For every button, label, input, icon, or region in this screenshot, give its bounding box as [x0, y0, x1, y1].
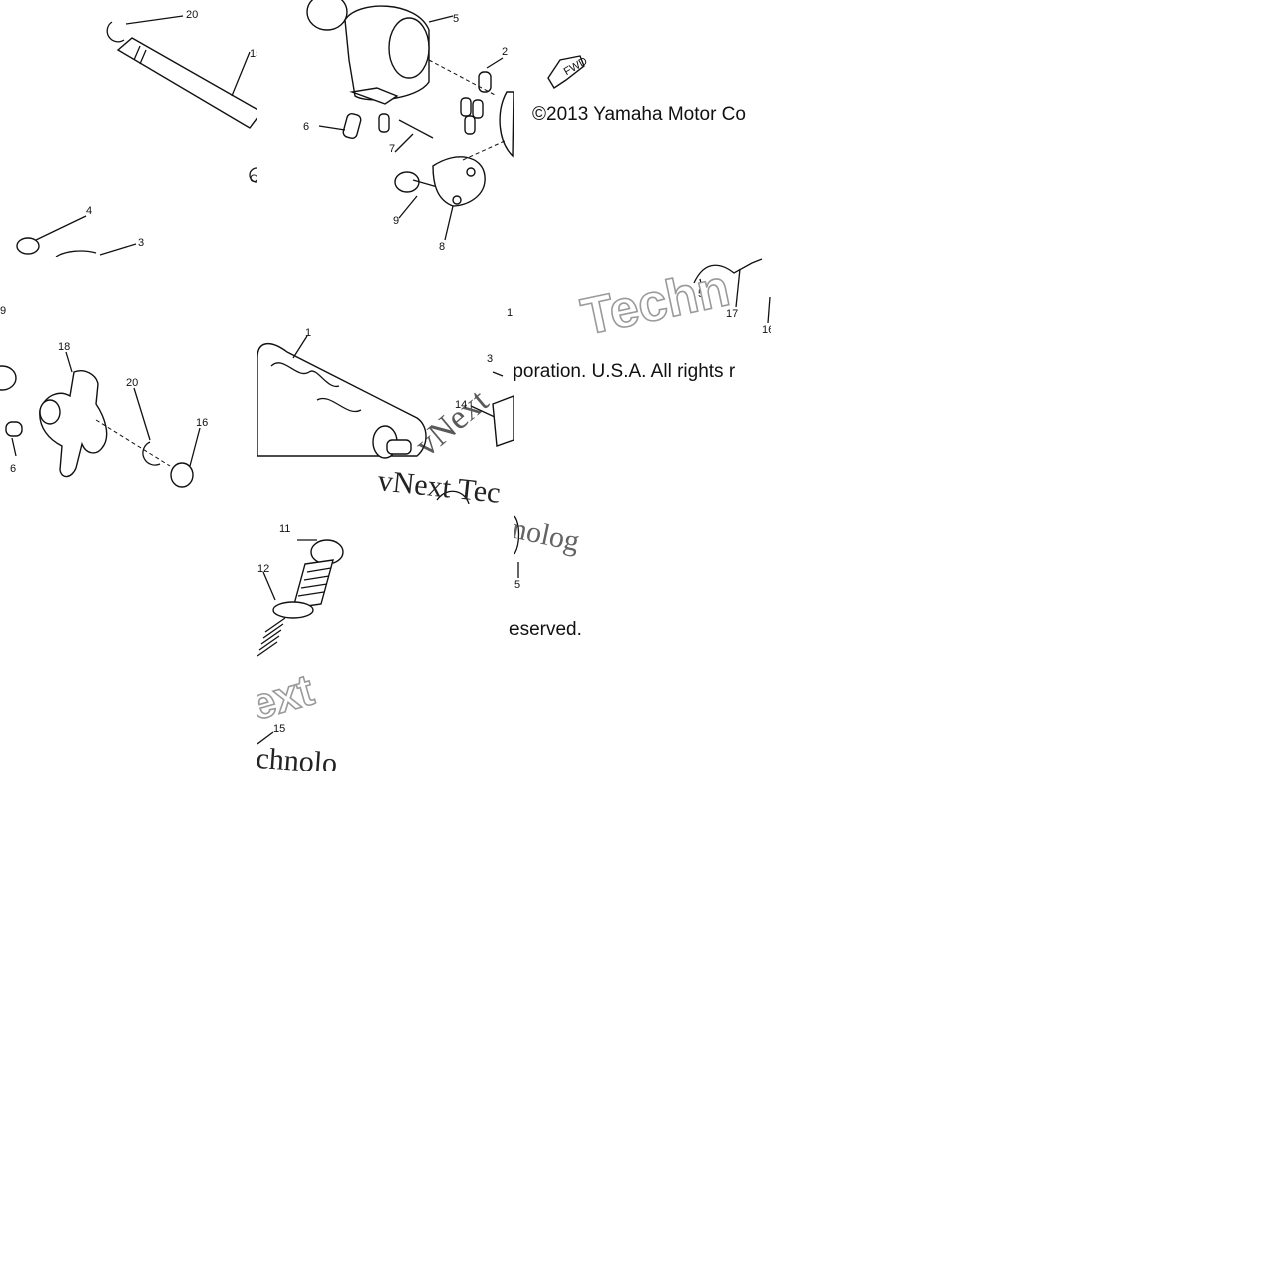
callout-16: 16	[196, 417, 208, 429]
washer-part	[272, 601, 314, 619]
callout-7: 7	[389, 143, 395, 155]
callout-9: 9	[0, 305, 6, 317]
callout-5: 5	[698, 288, 704, 300]
callout-18: 18	[58, 341, 70, 353]
callout-4: 4	[86, 205, 92, 217]
diagram-tile-bolt-spring: 11 12 15 ext chnolo	[257, 514, 357, 771]
circlip-part	[106, 21, 125, 43]
copyright-line-3: eserved.	[509, 619, 582, 640]
copyright-line-1: ©2013 Yamaha Motor Co	[532, 104, 746, 125]
callout-6: 6	[10, 463, 16, 475]
watermark-ext: ext	[257, 665, 319, 730]
watermark-chnolo: chnolo	[257, 742, 338, 771]
fwd-arrow-icon	[547, 55, 585, 89]
callout-15: 15	[273, 723, 285, 735]
callout-1-top: 1	[507, 307, 513, 319]
callout-17: 17	[726, 308, 738, 320]
small-fragment-drawing: 5 nolog	[514, 514, 582, 591]
shift-fork-drawing: 9 18 20 16 6	[0, 305, 208, 488]
roller-part	[0, 365, 17, 391]
callout-20: 20	[186, 9, 198, 21]
callout-12: 12	[257, 563, 269, 575]
diagram-tile-copyright-top: FWD ©2013 Yamaha Motor Co	[514, 0, 771, 257]
fork-part	[39, 370, 108, 478]
shift-drum-drawing: 1 3 14 1 vNext Tec vNext	[257, 307, 514, 510]
diagram-tile-drum-end: 5 2 6 7 9 8	[257, 0, 514, 257]
callout-3: 3	[138, 237, 144, 249]
callout-9: 9	[393, 215, 399, 227]
watermark-nolog: nolog	[514, 514, 582, 558]
callout-8: 8	[439, 241, 445, 253]
shaft-part	[116, 37, 257, 129]
callout-5: 5	[514, 579, 520, 591]
callout-c: C	[250, 173, 257, 185]
callout-2: 2	[502, 46, 508, 58]
diagram-tile-shift-fork: 9 18 20 16 6	[0, 300, 257, 514]
diagram-tile-right-fragment: 5 17 16 Techn rporation. U.S.A. All righ…	[514, 257, 771, 387]
bolt-part	[394, 171, 420, 193]
right-fragment-drawing: 5 17 16 Techn	[576, 258, 771, 347]
pin-part	[478, 71, 492, 93]
callout-16: 16	[762, 324, 771, 336]
bolt-head-part	[16, 237, 40, 255]
watermark-techn: Techn	[576, 259, 734, 347]
bolt-thread-part	[292, 559, 334, 609]
spring-part	[257, 617, 286, 657]
callout-14: 14	[455, 399, 467, 411]
callout-1: 1	[305, 327, 311, 339]
diagram-tile-shift-drum: 1 3 14 1 vNext Tec vNext	[257, 300, 514, 514]
circlip-part	[142, 441, 161, 466]
shift-shaft-drawing: 20 15 4 3 C	[16, 9, 257, 257]
drum-end-drawing: 5 2 6 7 9 8	[303, 0, 514, 253]
callout-20: 20	[126, 377, 138, 389]
callout-5: 5	[453, 13, 459, 25]
gear-part	[306, 0, 348, 31]
callout-6: 6	[303, 121, 309, 133]
callout-11: 11	[279, 523, 290, 535]
watermark-vnext-tec: vNext Tec	[376, 464, 502, 510]
cap-part	[170, 462, 194, 488]
fwd-arrow-drawing: FWD	[547, 55, 590, 89]
copyright-line-2: rporation. U.S.A. All rights r	[514, 361, 736, 382]
callout-3: 3	[487, 353, 493, 365]
bolt-spring-drawing: 11 12 15 ext chnolo	[257, 523, 344, 771]
pin-part	[5, 421, 23, 437]
diagram-tile-small-fragment: 5 nolog	[514, 514, 614, 614]
callout-15: 15	[250, 48, 257, 60]
drum-part	[257, 343, 427, 457]
diagram-tile-shift-shaft: 20 15 4 3 C	[0, 0, 257, 257]
